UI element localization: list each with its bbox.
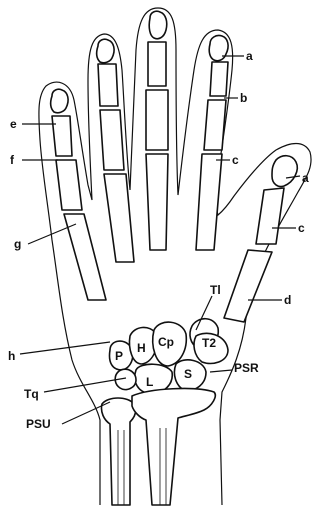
label-Cp: Cp [158, 335, 174, 349]
forearm-bones [101, 389, 215, 505]
radius-bone [132, 389, 215, 505]
label-PSR: PSR [234, 361, 259, 375]
label-a-thumb: a [302, 171, 309, 185]
label-d: d [284, 293, 291, 307]
label-g: g [14, 237, 21, 251]
label-T2: T2 [202, 336, 216, 350]
ulna-bone [101, 398, 135, 505]
label-Tl: Tl [210, 283, 221, 297]
label-h: h [8, 349, 15, 363]
index-finger [196, 35, 228, 250]
label-c-index: c [232, 153, 239, 167]
carpal-bones [110, 319, 229, 394]
label-L: L [146, 375, 153, 389]
label-PSU: PSU [26, 417, 51, 431]
label-b-index: b [240, 91, 247, 105]
ring-finger [97, 39, 134, 262]
label-f: f [10, 153, 15, 167]
label-H: H [137, 341, 146, 355]
label-Tq: Tq [24, 387, 39, 401]
little-finger [51, 89, 106, 300]
label-S: S [184, 367, 192, 381]
middle-finger [146, 11, 168, 250]
label-P: P [115, 349, 123, 363]
label-e: e [10, 117, 17, 131]
label-c-thumb: c [298, 221, 305, 235]
label-a-index: a [246, 49, 253, 63]
